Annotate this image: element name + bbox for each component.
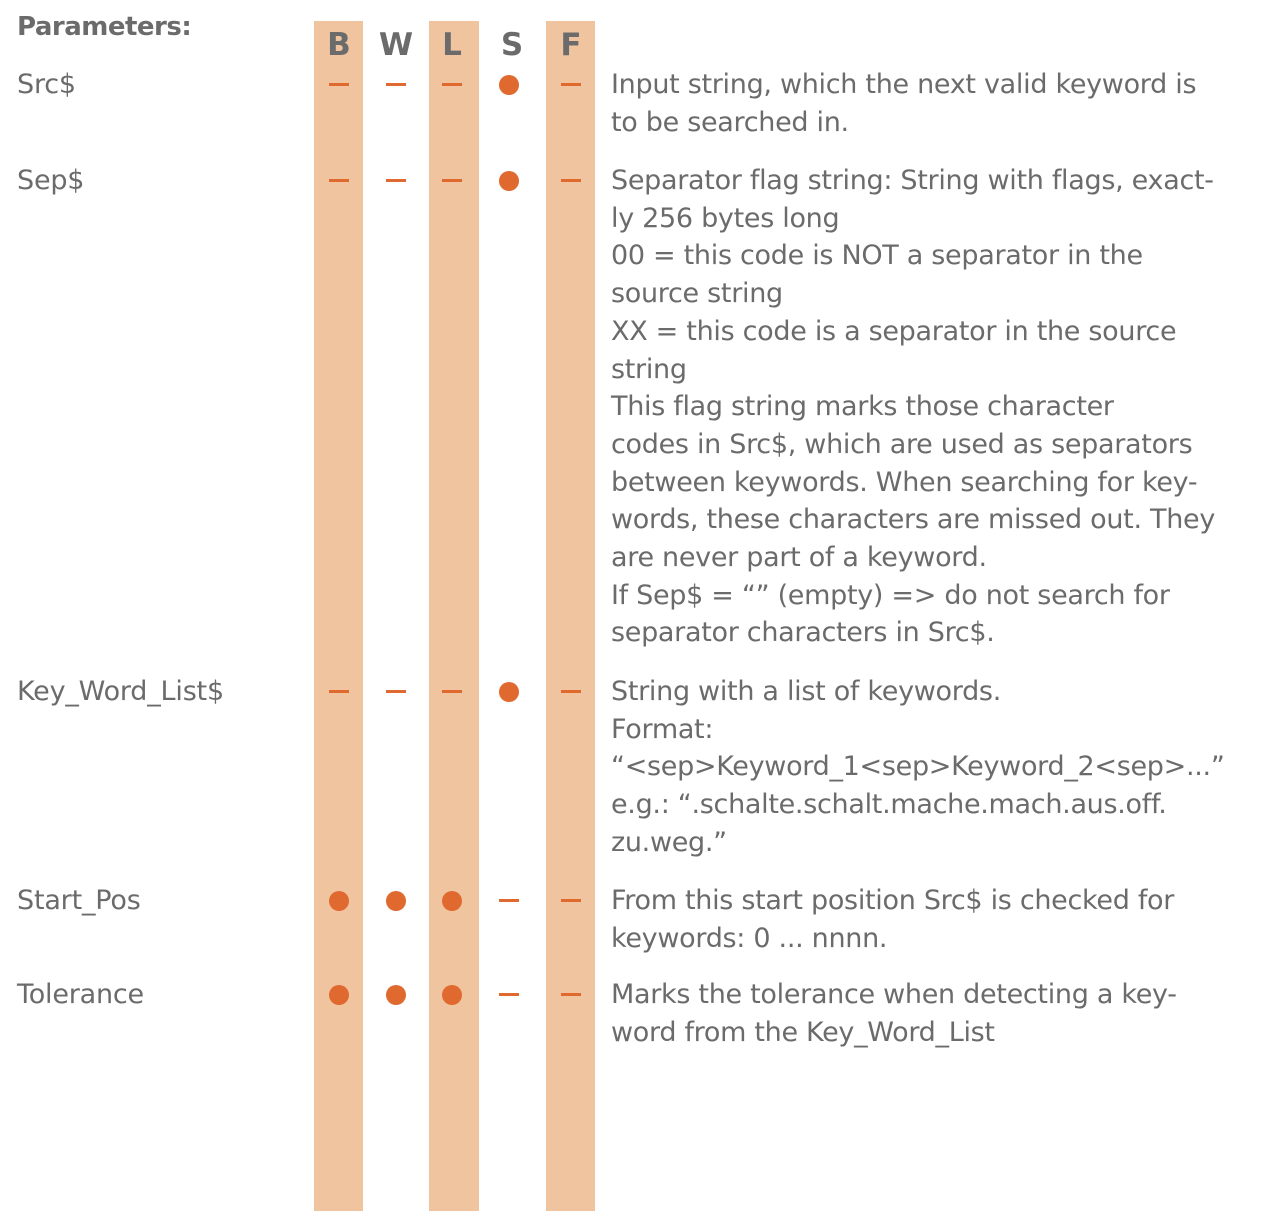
mark-s-dot [479,66,539,104]
description-line: From this start position Src$ is checked… [611,885,1175,916]
description-line: string [611,353,687,385]
description-line: Separator flag string: String with flags… [611,165,1214,196]
parameter-name: Src$ [17,69,76,100]
mark-b-dot [309,976,369,1014]
parameters-title: Parameters: [17,12,192,42]
mark-w-dash [366,66,426,104]
mark-s-dash [479,976,539,1014]
column-header-f: F [560,27,582,63]
mark-l-dash [422,673,482,711]
description-line: String with a list of keywords. [611,676,1001,707]
parameter-description: Marks the tolerance when detecting a key… [611,976,1251,1051]
mark-b-dot [309,882,369,920]
description-line: XX = this code is a separator in the sou… [611,315,1177,347]
parameter-name: Start_Pos [17,885,141,916]
mark-s-dot [479,673,539,711]
column-header-s: S [500,27,524,63]
description-line: ly 256 bytes long [611,202,840,234]
description-line: words, these characters are missed out. … [611,504,1216,536]
mark-f-dash [541,882,601,920]
mark-b-dash [309,162,369,200]
description-line: codes in Src$, which are used as separat… [611,428,1193,460]
description-line: between keywords. When searching for key… [611,466,1198,498]
mark-f-dash [541,66,601,104]
mark-b-dash [309,673,369,711]
parameter-name: Sep$ [17,165,85,196]
description-line: 00 = this code is NOT a separator in the [611,240,1143,272]
column-header-l: L [442,27,462,63]
description-line: e.g.: “.schalte.schalt.mache.mach.aus.of… [611,789,1167,821]
column-header-w: W [378,27,414,63]
column-band-f [546,21,595,1211]
mark-l-dash [422,162,482,200]
column-band-l [429,21,479,1211]
mark-w-dot [366,882,426,920]
column-band-b [314,21,363,1211]
mark-f-dash [541,976,601,1014]
mark-s-dot [479,162,539,200]
description-line: word from the Key_Word_List [611,1016,995,1048]
mark-s-dash [479,882,539,920]
description-line: Input string, which the next valid keywo… [611,69,1197,100]
description-line: “<sep>Keyword_1<sep>Keyword_2<sep>...” [611,751,1225,783]
description-line: are never part of a keyword. [611,542,987,574]
mark-b-dash [309,66,369,104]
parameter-description: From this start position Src$ is checked… [611,882,1251,957]
mark-f-dash [541,162,601,200]
description-line: Marks the tolerance when detecting a key… [611,979,1177,1010]
parameter-description: Separator flag string: String with flags… [611,162,1251,652]
mark-l-dash [422,66,482,104]
description-line: source string [611,278,783,310]
description-line: zu.weg.” [611,826,727,858]
mark-w-dash [366,673,426,711]
description-line: Format: [611,713,714,745]
description-line: This flag string marks those character [611,391,1114,423]
description-line: separator characters in Src$. [611,617,995,649]
column-header-b: B [327,27,351,63]
parameter-name: Key_Word_List$ [17,676,224,707]
parameter-description: Input string, which the next valid keywo… [611,66,1251,141]
mark-w-dash [366,162,426,200]
mark-l-dot [422,882,482,920]
mark-f-dash [541,673,601,711]
parameter-name: Tolerance [17,979,144,1010]
mark-w-dot [366,976,426,1014]
parameter-description: String with a list of keywords. Format: … [611,673,1251,862]
description-line: keywords: 0 ... nnnn. [611,922,888,954]
description-line: to be searched in. [611,106,849,138]
mark-l-dot [422,976,482,1014]
description-line: If Sep$ = “” (empty) => do not search fo… [611,579,1170,611]
